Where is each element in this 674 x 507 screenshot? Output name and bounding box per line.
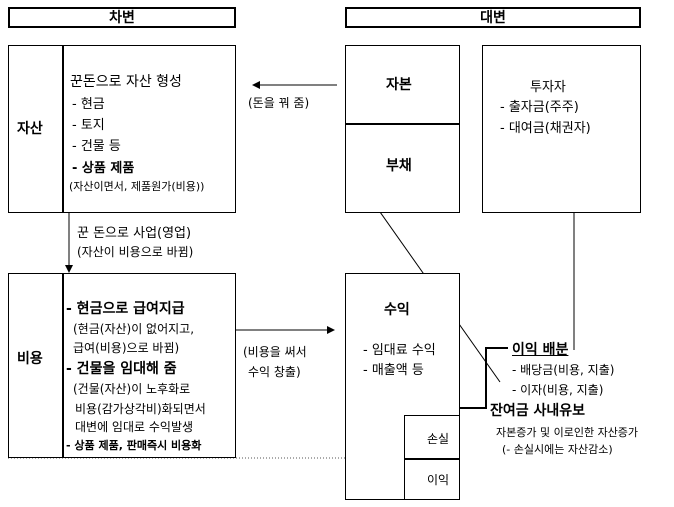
lend-note: (돈을 꿔 줌) xyxy=(248,96,310,110)
expense-label: 비용 xyxy=(17,351,43,367)
expense-box xyxy=(8,273,236,458)
expense-lease-note1: (건물(자산)이 노후화로 xyxy=(73,382,191,396)
retained-note1: 자본증가 및 이로인한 자산증가 xyxy=(496,426,639,439)
revenue-label: 수익 xyxy=(384,302,410,318)
expense-divider xyxy=(62,273,64,458)
investor-title: 투자자 xyxy=(530,80,566,95)
profit-cell-divider xyxy=(404,458,460,460)
asset-item-goods: - 상품 제품 xyxy=(72,161,135,176)
expense-item-salary: - 현금으로 급여지급 xyxy=(66,301,185,317)
revenue-item-rent: - 임대료 수익 xyxy=(363,343,436,358)
investor-item-capital: - 출자금(주주) xyxy=(500,100,579,115)
profit-bracket xyxy=(460,347,508,409)
asset-item-land: - 토지 xyxy=(72,118,105,133)
expense-salary-note1: (현금(자산)이 없어지고, xyxy=(73,322,195,336)
investor-item-loan: - 대여금(채권자) xyxy=(500,121,591,136)
revenue-item-sales: - 매출액 등 xyxy=(363,363,424,378)
revenue-box xyxy=(345,273,460,500)
expense-arrow-note1: (비용을 써서 xyxy=(243,345,307,359)
asset-note: (자산이면서, 제품원가(비용)) xyxy=(69,180,205,193)
business-text: 꾼 돈으로 사업(영업) xyxy=(77,226,192,241)
expense-item-goods: - 상품 제품, 판매즉시 비용화 xyxy=(66,439,202,452)
retained-note2: (- 손실시에는 자산감소) xyxy=(502,443,613,456)
profit-label: 이익 xyxy=(427,473,450,487)
distribution-item-dividend: - 배당금(비용, 지출) xyxy=(512,363,615,377)
expense-item-lease: - 건물을 임대해 줌 xyxy=(66,361,177,377)
debit-header: 차변 xyxy=(8,7,236,28)
asset-divider xyxy=(62,45,64,213)
loss-cell xyxy=(404,415,460,500)
retained-earnings: 잔여금 사내유보 xyxy=(490,403,586,419)
capital-label: 자본 xyxy=(386,77,412,93)
distribution-item-interest: - 이자(비용, 지출) xyxy=(512,383,604,397)
expense-lease-note2: 비용(감가상각비)화되면서 xyxy=(75,402,206,416)
investor-box xyxy=(482,45,641,213)
expense-salary-note2: 급여(비용)으로 바뀜) xyxy=(73,341,180,355)
asset-item-building: - 건물 등 xyxy=(72,139,121,154)
business-note: (자산이 비용으로 바뀜) xyxy=(77,245,194,259)
asset-box xyxy=(8,45,236,213)
expense-lease-note3: 대변에 임대로 수익발생 xyxy=(75,420,194,434)
asset-label: 자산 xyxy=(17,121,43,137)
asset-item-cash: - 현금 xyxy=(72,97,105,112)
asset-title: 꾼돈으로 자산 형성 xyxy=(70,74,182,90)
distribution-title: 이익 배분 xyxy=(512,342,569,358)
capital-liability-box xyxy=(345,45,460,213)
loss-label: 손실 xyxy=(427,432,450,446)
liability-label: 부채 xyxy=(386,158,412,174)
credit-header: 대변 xyxy=(345,7,641,28)
expense-arrow-note2: 수익 창출) xyxy=(248,365,301,379)
capital-divider xyxy=(345,123,460,125)
